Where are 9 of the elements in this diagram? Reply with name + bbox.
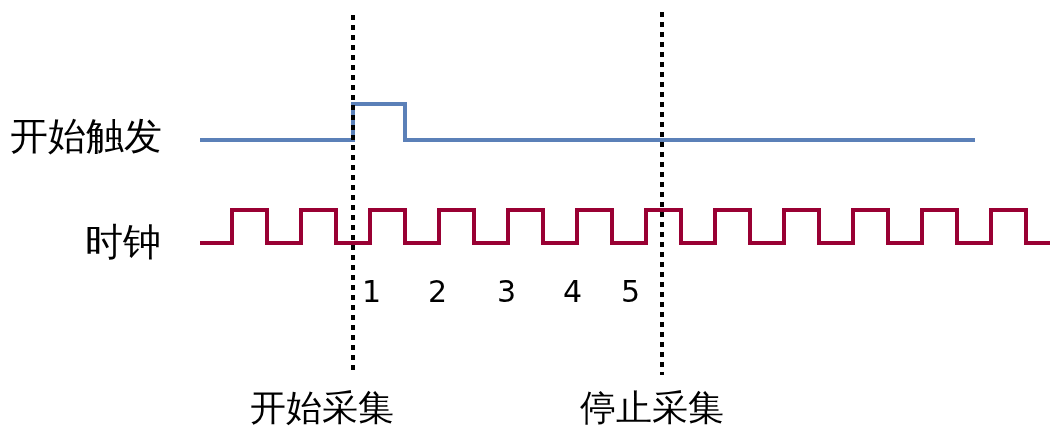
pulse-number: 2 — [428, 277, 448, 307]
pulse-number: 3 — [497, 277, 517, 307]
pulse-number: 1 — [362, 277, 382, 307]
pulse-number: 4 — [563, 277, 583, 307]
pulse-number: 5 — [621, 277, 641, 307]
signal-label: 开始触发 — [10, 117, 162, 155]
marker-label: 停止采集 — [580, 390, 724, 426]
marker-label: 开始采集 — [250, 390, 394, 426]
signal-label: 时钟 — [85, 223, 161, 261]
